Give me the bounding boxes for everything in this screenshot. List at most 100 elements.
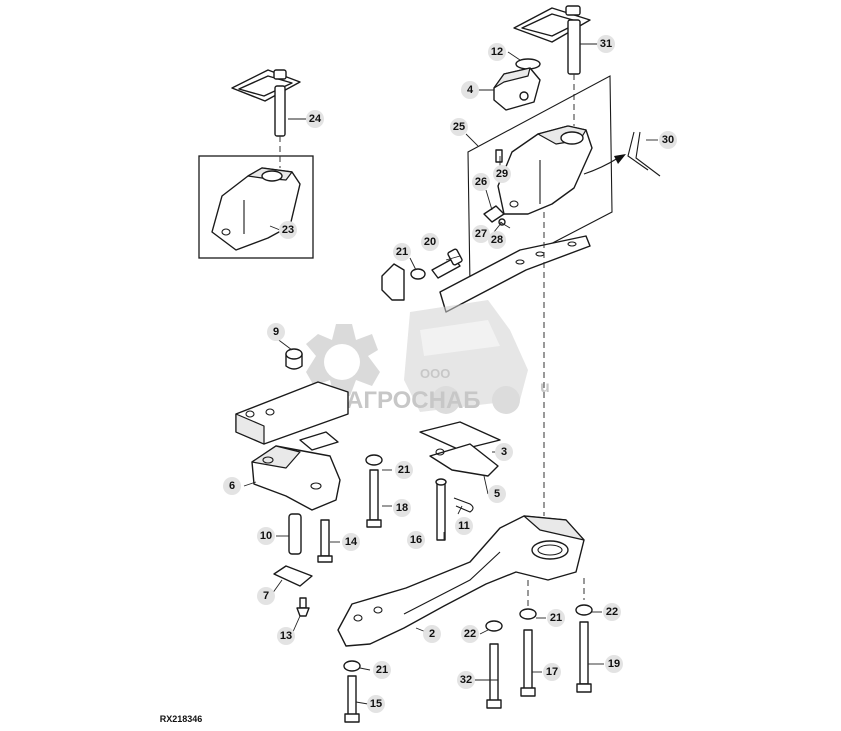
- callout-c19: 19: [605, 655, 623, 673]
- callout-c25: 25: [450, 118, 468, 136]
- callout-c18: 18: [393, 499, 411, 517]
- callout-label: 26: [475, 176, 487, 188]
- callout-label: 9: [273, 326, 279, 338]
- callout-label: 21: [396, 246, 408, 258]
- callout-bubble: [488, 43, 506, 61]
- callout-label: 21: [550, 612, 562, 624]
- callout-bubble: [493, 165, 511, 183]
- callout-c16: 16: [407, 531, 425, 549]
- callout-label: 3: [501, 446, 507, 458]
- callout-bubble: [495, 443, 513, 461]
- washer-21-low-left: [343, 660, 361, 672]
- callout-label: 32: [460, 674, 472, 686]
- callout-bubble: [488, 231, 506, 249]
- bolt-18: [366, 469, 382, 528]
- rail-3: [419, 421, 501, 451]
- callout-c15: 15: [367, 695, 385, 713]
- callout-c24: 24: [306, 110, 324, 128]
- callout-label: 6: [229, 480, 235, 492]
- callout-label: 30: [662, 134, 674, 146]
- callout-c21b: 21: [395, 461, 413, 479]
- callout-label: 10: [260, 530, 272, 542]
- watermark: ООО АГРОСНАБ u: [306, 300, 550, 414]
- callout-c29: 29: [493, 165, 511, 183]
- washer-22-left: [485, 620, 503, 632]
- callout-label: 19: [608, 658, 620, 670]
- callout-bubble: [423, 625, 441, 643]
- callout-c27: 27: [472, 225, 490, 243]
- callout-bubble: [267, 323, 285, 341]
- callout-c13: 13: [277, 627, 295, 645]
- callout-c30: 30: [659, 131, 677, 149]
- callout-label: 17: [546, 666, 558, 678]
- watermark-glyph: u: [540, 379, 550, 396]
- callout-c21c: 21: [373, 661, 391, 679]
- callout-label: 13: [280, 630, 292, 642]
- callout-bubble: [472, 225, 490, 243]
- callouts: 2345679101112131415161718192021212121222…: [223, 35, 677, 713]
- callout-label: 16: [410, 534, 422, 546]
- callout-c21d: 21: [547, 609, 565, 627]
- bolt-14: [317, 519, 333, 563]
- callout-label: 14: [345, 536, 358, 548]
- bolt-32: [486, 643, 502, 709]
- callout-bubble: [257, 527, 275, 545]
- callout-bubble: [257, 587, 275, 605]
- callout-c17: 17: [543, 663, 561, 681]
- callout-bubble: [603, 603, 621, 621]
- callout-bubble: [421, 233, 439, 251]
- bracket-plate-25: [467, 75, 613, 287]
- upper-assembly: [467, 5, 661, 287]
- callout-label: 2: [429, 628, 435, 640]
- reference-code: RX218346: [160, 714, 203, 724]
- mount-block: [235, 381, 349, 445]
- callout-c2: 2: [423, 625, 441, 643]
- callout-bubble: [450, 118, 468, 136]
- bracket-6: [251, 431, 341, 511]
- screw-13: [296, 597, 310, 617]
- callout-bubble: [543, 663, 561, 681]
- inset-detail: [198, 69, 314, 259]
- bolt-20: [431, 248, 463, 279]
- callout-bubble: [393, 499, 411, 517]
- callout-label: 11: [458, 520, 470, 532]
- arrow: [583, 157, 619, 175]
- watermark-name: АГРОСНАБ: [346, 387, 481, 414]
- callout-label: 22: [464, 628, 476, 640]
- callout-c4: 4: [461, 81, 479, 99]
- bracket-body: [497, 125, 593, 215]
- pin-29: [495, 149, 503, 163]
- callout-label: 24: [309, 113, 322, 125]
- drawbar-2: [337, 515, 585, 647]
- callout-label: 29: [496, 168, 508, 180]
- callout-bubble: [457, 671, 475, 689]
- washer-21-top: [410, 268, 426, 280]
- plate-5: [429, 443, 499, 477]
- clip-12: [515, 58, 541, 70]
- callout-c28: 28: [488, 231, 506, 249]
- callout-c6: 6: [223, 477, 241, 495]
- callout-c7: 7: [257, 587, 275, 605]
- callout-c22a: 22: [461, 625, 479, 643]
- callout-label: 25: [453, 121, 465, 133]
- bolt-15: [344, 675, 360, 723]
- callout-c22b: 22: [603, 603, 621, 621]
- callout-bubble: [342, 533, 360, 551]
- callout-c3: 3: [495, 443, 513, 461]
- callout-bubble: [279, 221, 297, 239]
- callout-bubble: [597, 35, 615, 53]
- callout-label: 21: [398, 464, 410, 476]
- callout-label: 31: [600, 38, 612, 50]
- callout-c32: 32: [457, 671, 475, 689]
- callout-bubble: [488, 485, 506, 503]
- bolt-17: [520, 629, 536, 697]
- callout-label: 20: [424, 236, 436, 248]
- callout-bubble: [461, 81, 479, 99]
- callout-label: 27: [475, 228, 487, 240]
- callout-label: 18: [396, 502, 408, 514]
- callout-bubble: [393, 243, 411, 261]
- callout-bubble: [472, 173, 490, 191]
- callout-bubble: [455, 517, 473, 535]
- callout-c12: 12: [488, 43, 506, 61]
- callout-bubble: [373, 661, 391, 679]
